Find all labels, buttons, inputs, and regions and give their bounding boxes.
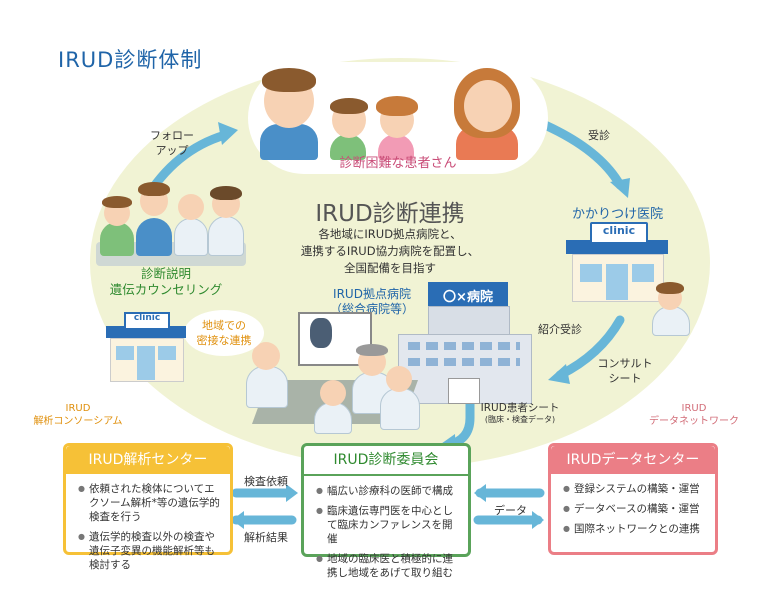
center-title: IRUD診断連携 <box>315 201 465 227</box>
regional-cooperation-label: 地域での 密接な連携 <box>184 310 264 356</box>
list-item: 臨床遺伝専門医を中心として臨床カンファレンスを開催 <box>316 504 460 546</box>
family-clinic-icon: clinic <box>566 222 668 302</box>
analysis-center-list: 依頼された検体についてエクソーム解析*等の遺伝学的検査を行う 遺伝学的検査以外の… <box>78 482 222 572</box>
data-center-list: 登録システムの構築・運営 データベースの構築・運営 国際ネットワークとの連携 <box>563 482 707 536</box>
analysis-result-label: 解析結果 <box>244 531 288 544</box>
data-label: データ <box>494 504 527 517</box>
center-description: 各地域にIRUD拠点病院と、 連携するIRUD協力病院を配置し、 全国配備を目指… <box>300 227 480 275</box>
diagnosis-committee-list: 幅広い診療科の医師で構成 臨床遺伝専門医を中心として臨床カンファレンスを開催 地… <box>316 484 460 580</box>
hub-hospital-building: 〇×病院 <box>398 282 532 404</box>
referral-label: 紹介受診 <box>538 323 582 336</box>
partner-clinic-sign: clinic <box>133 313 161 323</box>
test-request-label: 検査依頼 <box>244 475 288 488</box>
clinic-doctor-icon <box>650 280 690 336</box>
patients-label: 診断困難な患者さん <box>339 156 457 171</box>
diagnosis-committee-title: IRUD診断委員会 <box>304 446 468 476</box>
list-item: 国際ネットワークとの連携 <box>563 522 707 536</box>
family-clinic-label: かかりつけ医院 <box>572 207 664 222</box>
list-item: 地域の臨床医と積極的に連携し地域をあげて取り組む <box>316 552 460 580</box>
diagnosis-committee-box: IRUD診断委員会 幅広い診療科の医師で構成 臨床遺伝専門医を中心として臨床カン… <box>301 443 471 579</box>
conference-illustration <box>240 306 420 436</box>
visit-arrow <box>540 120 625 190</box>
patient-sheet-label: IRUD患者シート (臨床・検査データ) <box>480 402 560 424</box>
list-item: データベースの構築・運営 <box>563 502 707 516</box>
analysis-center-box: IRUD解析センター 依頼された検体についてエクソーム解析*等の遺伝学的検査を行… <box>63 443 233 571</box>
visit-label: 受診 <box>588 129 610 142</box>
referral-arrow <box>555 315 625 380</box>
explanation-label: 診断説明 遺伝カウンセリング <box>109 266 223 297</box>
consortium-label: IRUD 解析コンソーシアム <box>33 403 123 427</box>
analysis-center-title: IRUD解析センター <box>66 446 230 474</box>
patients-illustration <box>258 64 538 160</box>
list-item: 幅広い診療科の医師で構成 <box>316 484 460 498</box>
hospital-sign: 〇×病院 <box>443 290 493 305</box>
data-center-title: IRUDデータセンター <box>551 446 715 474</box>
list-item: 遺伝学的検査以外の検査や遺伝子変異の機能解析等も検討する <box>78 530 222 572</box>
network-label: IRUD データネットワーク <box>649 403 739 427</box>
page-title: IRUD診断体制 <box>58 48 203 72</box>
list-item: 依頼された検体についてエクソーム解析*等の遺伝学的検査を行う <box>78 482 222 524</box>
partner-clinic-icon: clinic <box>106 312 186 382</box>
list-item: 登録システムの構築・運営 <box>563 482 707 496</box>
followup-label: フォロー アップ <box>150 129 194 157</box>
explanation-illustration <box>96 182 246 266</box>
family-clinic-sign: clinic <box>602 224 636 237</box>
consult-label: コンサルト シート <box>597 357 653 385</box>
data-center-box: IRUDデータセンター 登録システムの構築・運営 データベースの構築・運営 国際… <box>548 443 718 555</box>
